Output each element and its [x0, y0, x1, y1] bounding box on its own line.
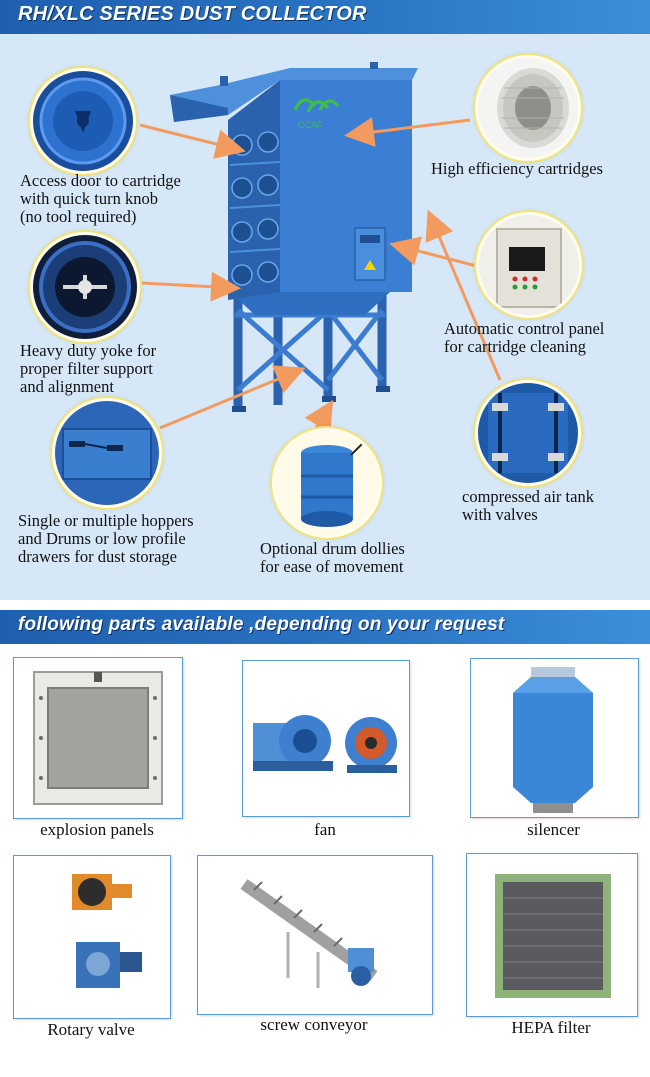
parts-banner: following parts available ,depending on … [0, 610, 650, 644]
silencer-card [470, 658, 639, 818]
part-label: HEPA filter [511, 1018, 591, 1037]
air-tank-photo [475, 380, 581, 486]
drum-photo [272, 428, 382, 538]
yoke-label: Heavy duty yoke for proper filter suppor… [20, 341, 157, 396]
dust-collector-illustration: CCAF [170, 62, 418, 412]
silencer-image [513, 667, 593, 813]
air-tank-label: compressed air tank with valves [462, 487, 594, 524]
hepa-filter-card [466, 853, 638, 1017]
control-panel-photo [476, 212, 582, 318]
rotary-valve-image [72, 874, 142, 988]
screw-conveyor-image [240, 879, 378, 988]
cartridge-photo [475, 55, 581, 161]
cartridges-label: High efficiency cartridges [431, 159, 603, 178]
drum-label: Optional drum dollies for ease of moveme… [260, 539, 405, 576]
page-title: RH/XLC SERIES DUST COLLECTOR [18, 3, 367, 25]
hepa-filter-image [495, 874, 611, 998]
part-label: explosion panels [40, 820, 154, 839]
header-banner: RH/XLC SERIES DUST COLLECTOR [0, 0, 650, 34]
explosion-panels-card [13, 657, 183, 819]
access-door-photo [30, 68, 136, 174]
hopper-photo [52, 398, 162, 508]
hoppers-label: Single or multiple hoppers and Drums or … [18, 511, 194, 566]
part-label: fan [314, 820, 336, 839]
fan-image [253, 715, 397, 773]
parts-section-title: following parts available ,depending on … [18, 614, 505, 635]
screw-conveyor-card [197, 855, 433, 1015]
explosion-panel-image [33, 671, 163, 805]
yoke-photo [30, 232, 140, 342]
part-label: screw conveyor [260, 1015, 368, 1034]
part-label: Rotary valve [47, 1020, 135, 1039]
logo-text: CCAF [298, 120, 323, 130]
rotary-valve-card [13, 855, 171, 1019]
part-label: silencer [527, 820, 580, 839]
access-door-label: Access door to cartridge with quick turn… [20, 171, 181, 226]
fan-card [242, 660, 410, 817]
control-panel-label: Automatic control panel for cartridge cl… [444, 319, 605, 356]
